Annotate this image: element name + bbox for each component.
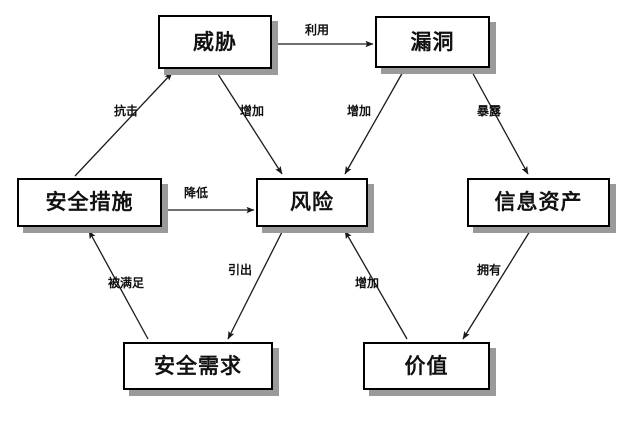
edge-label-owns: 拥有 bbox=[477, 263, 502, 277]
edge-vulnerability-increases-risk bbox=[344, 69, 405, 175]
node-risk[interactable]: 风险 bbox=[256, 178, 368, 227]
node-requirement[interactable]: 安全需求 bbox=[123, 342, 273, 390]
node-safeguard[interactable]: 安全措施 bbox=[17, 178, 162, 227]
edge-safeguard-resists-threat bbox=[74, 72, 173, 177]
node-vulnerability-label: 漏洞 bbox=[410, 29, 455, 54]
edge-label-resists: 抗击 bbox=[114, 104, 139, 118]
node-vulnerability[interactable]: 漏洞 bbox=[375, 16, 490, 68]
edge-label-elicits: 引出 bbox=[228, 263, 253, 277]
edge-value-increases-risk bbox=[344, 230, 408, 340]
edge-asset-owns-value bbox=[462, 230, 531, 340]
node-value[interactable]: 价值 bbox=[363, 342, 490, 390]
edge-threat-increases-risk bbox=[215, 70, 283, 175]
node-threat[interactable]: 威胁 bbox=[158, 15, 272, 69]
node-asset-label: 信息资产 bbox=[494, 190, 583, 214]
node-safeguard-label: 安全措施 bbox=[45, 190, 134, 214]
edge-label-threat-increase: 增加 bbox=[240, 104, 265, 118]
node-threat-label: 威胁 bbox=[193, 29, 237, 54]
edge-label-exploits: 利用 bbox=[305, 23, 330, 37]
edge-label-vuln-increase: 增加 bbox=[347, 104, 372, 118]
node-asset[interactable]: 信息资产 bbox=[467, 178, 610, 227]
node-requirement-label: 安全需求 bbox=[154, 353, 242, 378]
edge-label-satisfied: 被满足 bbox=[108, 276, 145, 290]
edge-vulnerability-exposes-asset bbox=[470, 69, 529, 175]
edge-requirement-satisfied-by-safeguard bbox=[88, 230, 149, 340]
edge-label-value-increase: 增加 bbox=[355, 276, 380, 290]
node-value-label: 价值 bbox=[404, 353, 449, 378]
edge-risk-elicits-requirement bbox=[227, 229, 284, 340]
node-risk-label: 风险 bbox=[290, 190, 334, 214]
edge-label-exposes: 暴露 bbox=[477, 104, 502, 118]
edge-label-reduces: 降低 bbox=[184, 186, 209, 200]
